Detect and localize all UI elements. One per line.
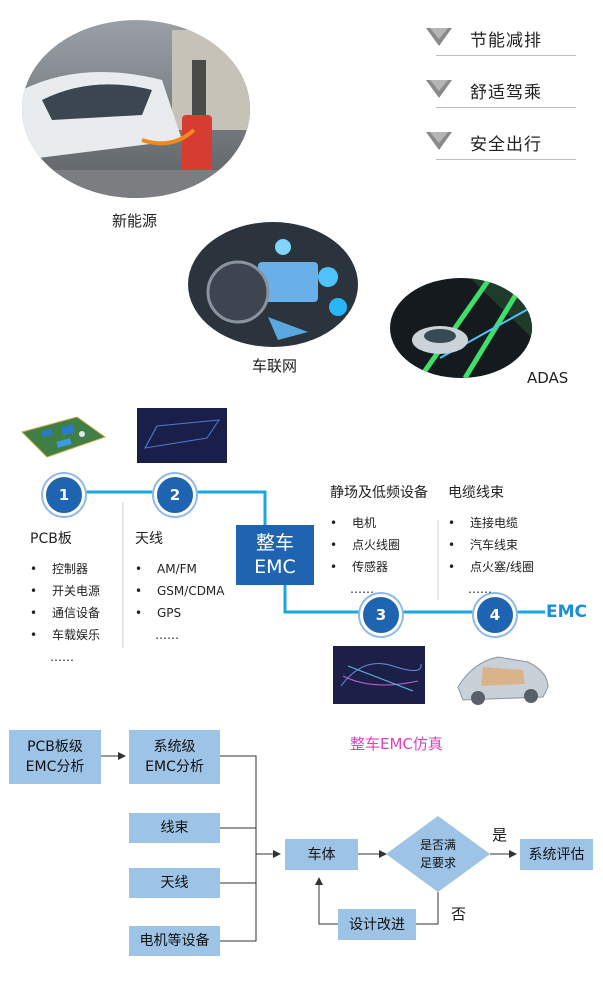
car-body-box: 车体 xyxy=(285,839,358,870)
emc-end-label: EMC xyxy=(546,602,588,622)
car-frame-thumbnail xyxy=(453,642,553,710)
group-cable: 电缆线束 连接电缆 汽车线束 点火塞/线圈 …… xyxy=(448,482,534,600)
list-item: 通信设备 xyxy=(30,602,100,624)
list-item: 点火塞/线圈 xyxy=(448,556,534,578)
design-improve-box: 设计改进 xyxy=(338,909,416,940)
system-emc-line2: EMC分析 xyxy=(145,759,204,775)
benefit-label: 节能减排 xyxy=(470,31,542,51)
divider xyxy=(436,107,576,108)
ev-label: 新能源 xyxy=(112,212,158,230)
more-ellipsis: …… xyxy=(468,582,492,596)
no-label: 否 xyxy=(451,905,467,923)
antenna-box: 天线 xyxy=(129,868,220,898)
group-antenna: 天线 AM/FM GSM/CDMA GPS …… xyxy=(135,528,225,646)
iov-label: 车联网 xyxy=(252,357,298,375)
system-eval-box: 系统评估 xyxy=(520,839,593,870)
group-title: 电缆线束 xyxy=(448,485,504,501)
list-item: 开关电源 xyxy=(30,580,100,602)
vehicle-emc-box: 整车 EMC xyxy=(236,525,314,585)
iov-photo xyxy=(188,222,358,347)
list-item: 连接电缆 xyxy=(448,512,534,534)
step-node-3: 3 xyxy=(360,594,402,636)
group-title: 静场及低频设备 xyxy=(330,485,428,501)
pcb-emc-box: PCB板级 EMC分析 xyxy=(9,730,101,784)
group-static-field: 静场及低频设备 电机 点火线圈 传感器 …… xyxy=(330,482,428,600)
list-item: 车载娱乐 xyxy=(30,624,100,646)
step-node-1: 1 xyxy=(43,474,85,516)
pcb-emc-line1: PCB板级 xyxy=(27,739,83,755)
benefit-label: 舒适驾乘 xyxy=(470,83,542,103)
yes-label: 是 xyxy=(492,826,508,844)
system-emc-box: 系统级 EMC分析 xyxy=(129,730,220,784)
benefit-comfort: 舒适驾乘 xyxy=(426,74,576,108)
simulation-label: 整车EMC仿真 xyxy=(350,735,443,753)
motor-box: 电机等设备 xyxy=(129,926,220,956)
group-pcb: PCB板 控制器 开关电源 通信设备 车载娱乐 …… xyxy=(30,528,100,668)
list-item: 电机 xyxy=(330,512,428,534)
vehicle-emc-line1: 整车 xyxy=(255,532,294,554)
step-node-4: 4 xyxy=(474,594,516,636)
triangle-down-icon xyxy=(426,28,452,46)
more-ellipsis: …… xyxy=(350,582,374,596)
more-ellipsis: …… xyxy=(50,650,74,664)
list-item: 点火线圈 xyxy=(330,534,428,556)
list-item: 传感器 xyxy=(330,556,428,578)
list-item: GPS xyxy=(135,602,225,624)
group-title: PCB板 xyxy=(30,531,72,547)
step-node-2: 2 xyxy=(154,474,196,516)
adas-label: ADAS xyxy=(527,369,569,387)
list-item: GSM/CDMA xyxy=(135,580,225,602)
divider xyxy=(436,55,576,56)
benefit-label: 安全出行 xyxy=(470,135,542,155)
simulation-screenshot xyxy=(333,646,425,704)
decision-line2: 足要求 xyxy=(419,856,456,870)
divider xyxy=(436,159,576,160)
pcb-emc-line2: EMC分析 xyxy=(25,759,85,775)
antenna-thumbnail xyxy=(137,408,227,463)
system-emc-line1: 系统级 xyxy=(153,739,196,755)
vehicle-emc-line2: EMC xyxy=(254,556,296,578)
decision-diamond: 是否满 足要求 xyxy=(400,836,476,872)
benefit-safety: 安全出行 xyxy=(426,126,576,160)
harness-box: 线束 xyxy=(129,813,220,843)
benefit-energy: 节能减排 xyxy=(426,22,576,56)
more-ellipsis: …… xyxy=(155,628,179,642)
list-item: AM/FM xyxy=(135,558,225,580)
pcb-thumbnail xyxy=(17,412,107,462)
triangle-down-icon xyxy=(426,132,452,150)
decision-line1: 是否满 xyxy=(419,838,456,852)
triangle-down-icon xyxy=(426,80,452,98)
list-item: 汽车线束 xyxy=(448,534,534,556)
list-item: 控制器 xyxy=(30,558,100,580)
group-title: 天线 xyxy=(135,531,163,547)
